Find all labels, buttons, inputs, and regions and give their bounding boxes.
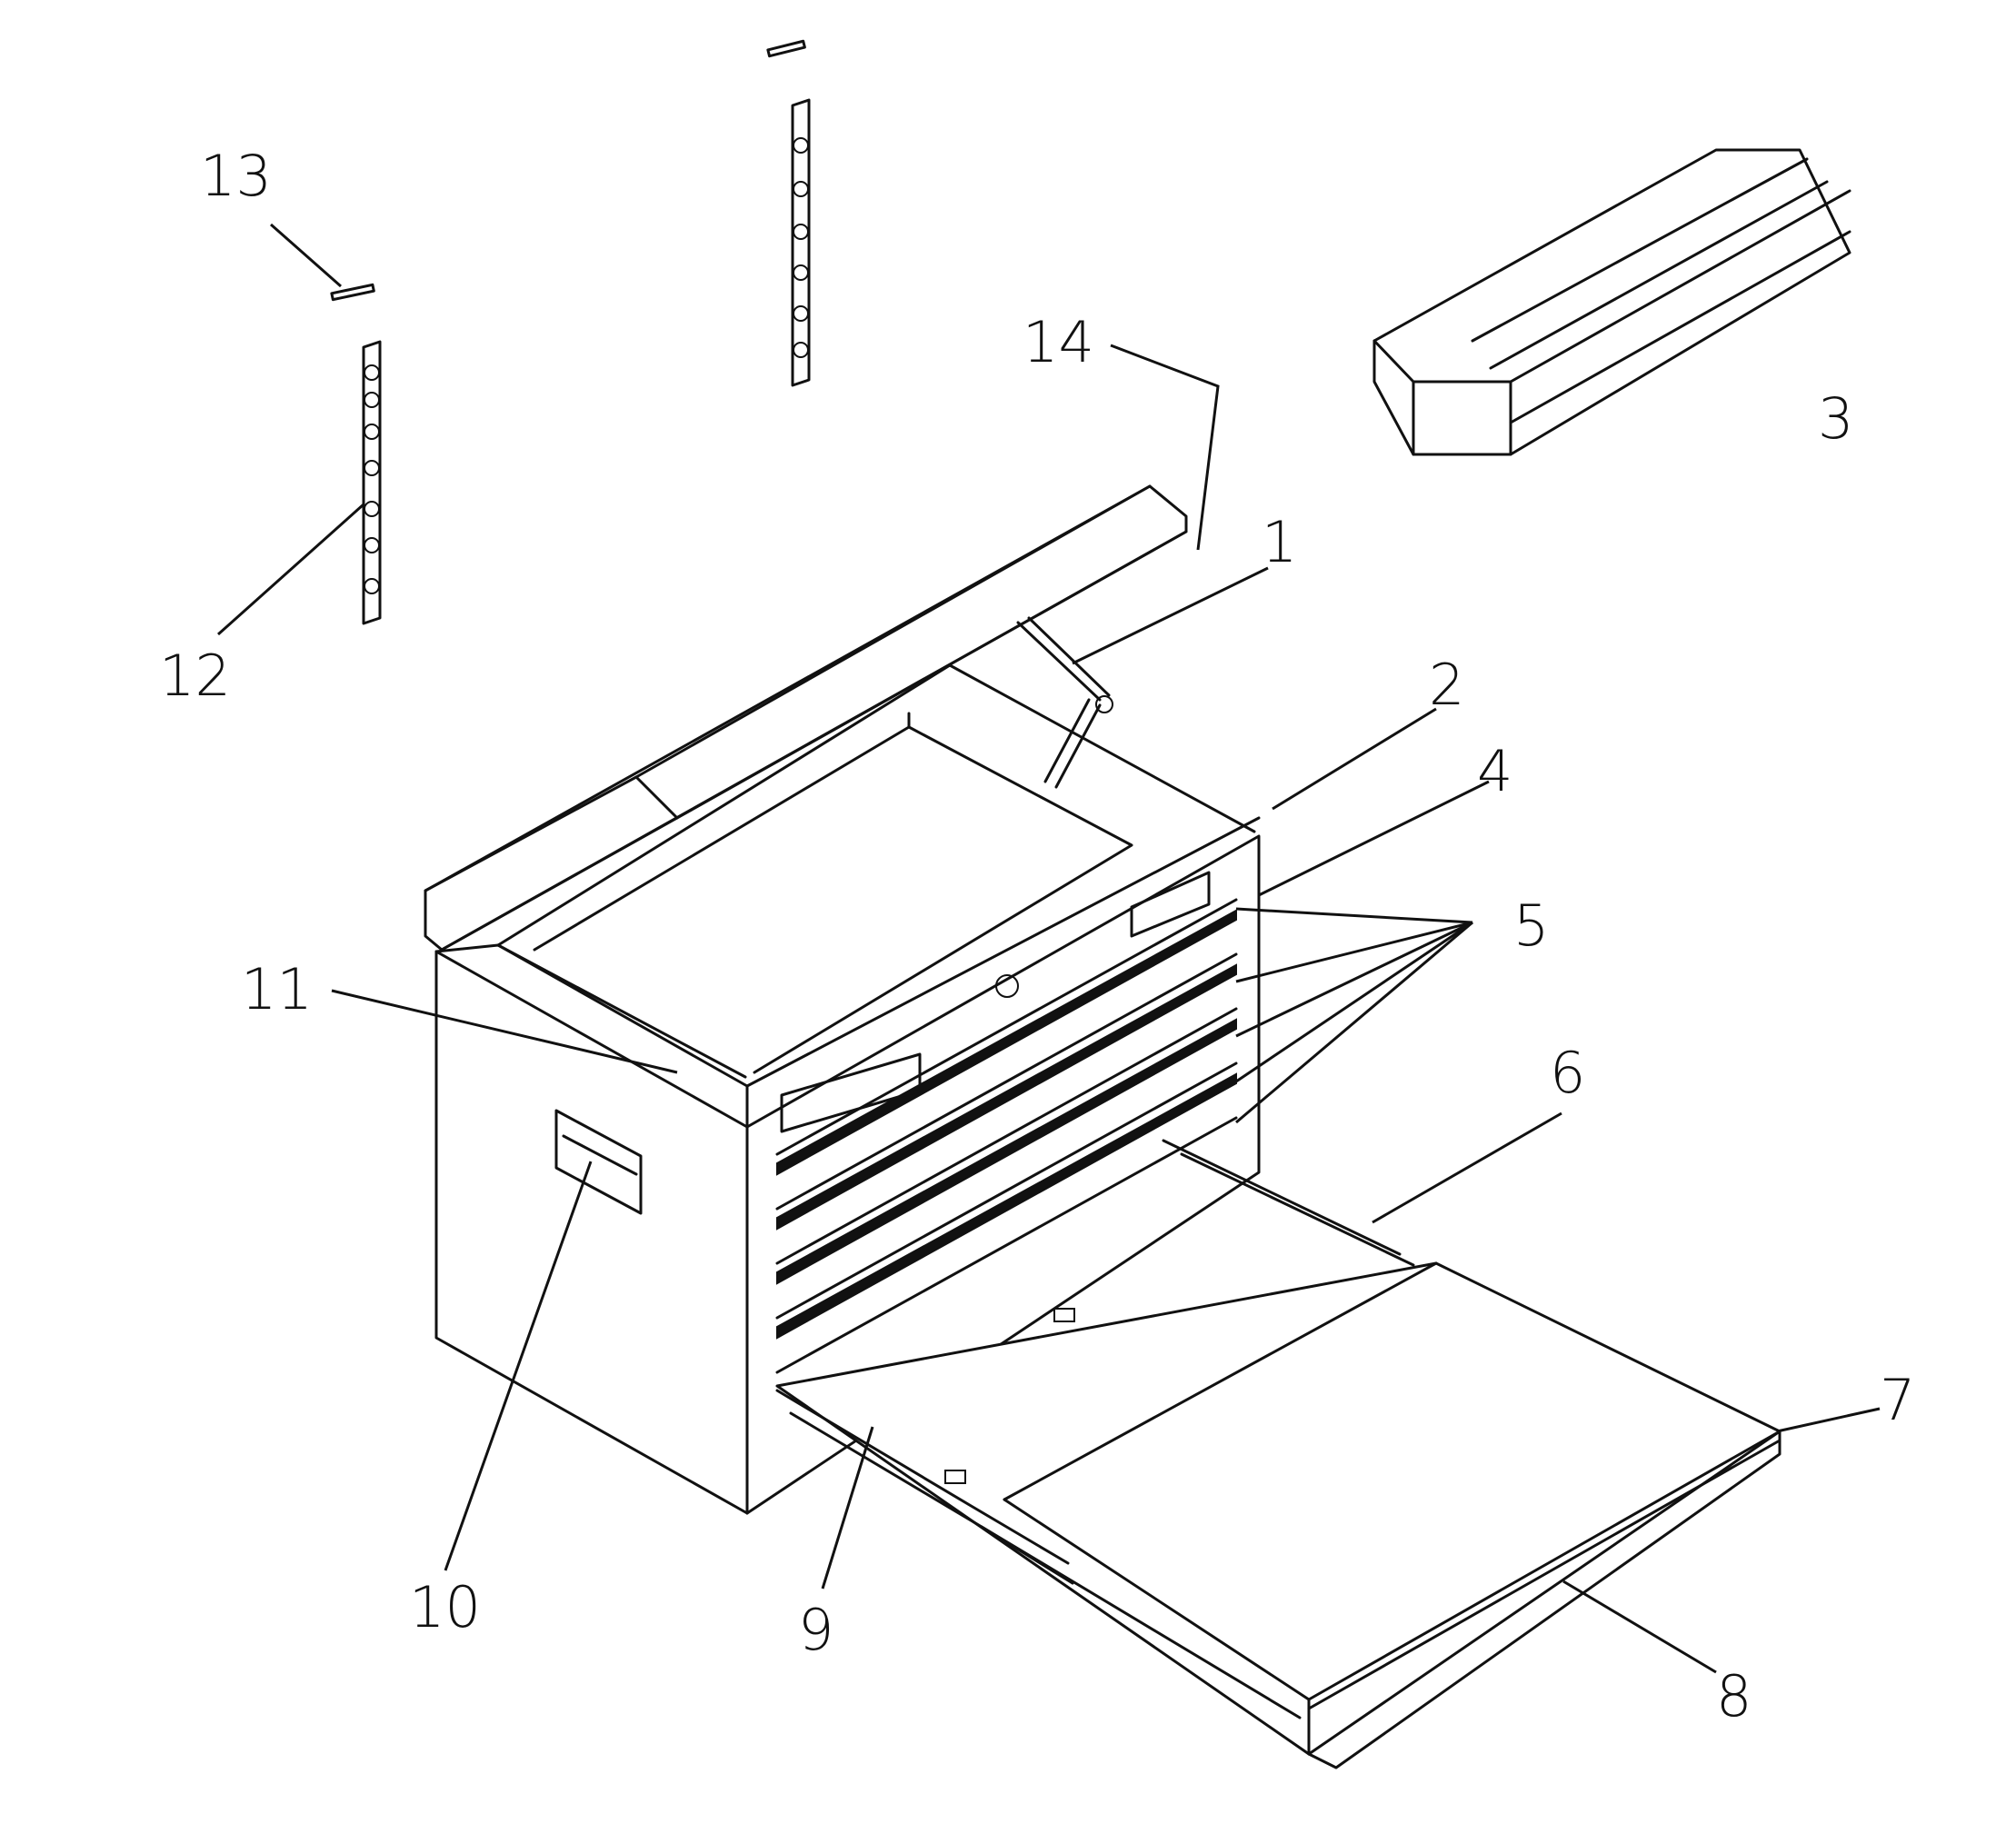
callout-3: 3 <box>1818 385 1853 452</box>
callout-8: 8 <box>1716 1663 1752 1729</box>
callout-7: 7 <box>1880 1367 1915 1433</box>
lock-icon <box>995 974 1019 998</box>
open-drawer <box>775 1139 1781 1769</box>
lid-support-arm <box>1016 616 1113 789</box>
callout-13: 13 <box>200 143 272 209</box>
callout-11: 11 <box>241 956 313 1022</box>
socket-rail-right <box>791 98 811 387</box>
socket-rail-left <box>362 340 382 625</box>
pin-part <box>330 39 806 302</box>
callout-14: 14 <box>1023 309 1094 375</box>
callout-9: 9 <box>798 1597 833 1663</box>
callout-10: 10 <box>409 1574 481 1640</box>
callout-12: 12 <box>159 643 231 709</box>
chest-body <box>434 663 1261 1515</box>
callout-1: 1 <box>1262 509 1297 575</box>
drawer-stack <box>775 871 1238 1374</box>
callout-5: 5 <box>1513 892 1549 959</box>
callout-4: 4 <box>1477 738 1512 804</box>
leader-lines <box>217 223 1881 1674</box>
callout-labels: 1 2 3 4 5 6 7 8 9 10 11 12 13 14 <box>159 143 1915 1729</box>
callout-2: 2 <box>1429 652 1464 718</box>
callout-6: 6 <box>1550 1040 1585 1106</box>
chest-lid <box>424 484 1188 952</box>
tote-tray <box>1372 148 1851 456</box>
